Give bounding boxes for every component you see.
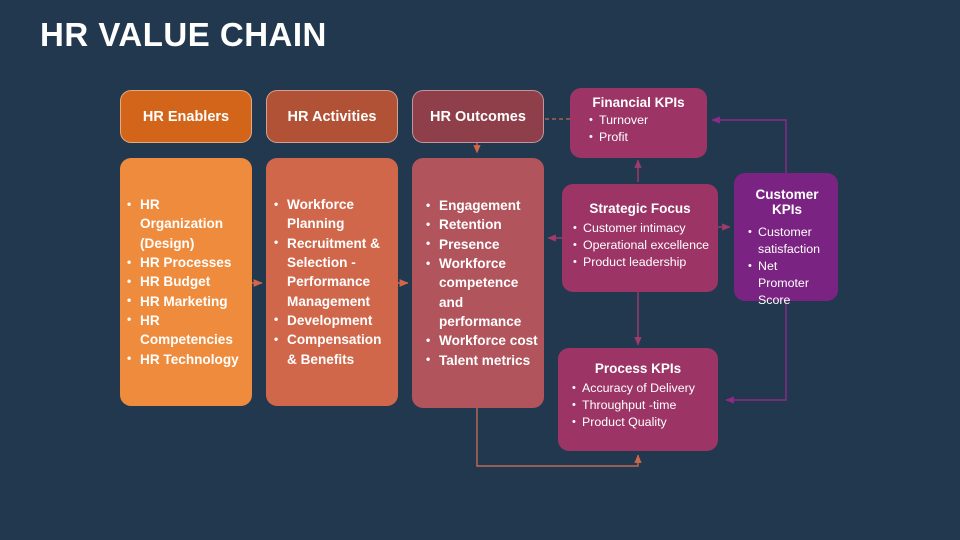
list-item: Development [272,310,394,330]
hr-enablers-header[interactable]: HR Enablers [120,90,252,143]
process-kpis-box[interactable]: Process KPIs Accuracy of Delivery Throug… [558,348,718,451]
list-item: Compensation & Benefits [272,330,394,369]
list-item: Customer intimacy [573,220,712,237]
customer-kpis-list: Customer satisfaction Net Promoter Score [743,224,831,309]
strategic-focus-list: Customer intimacy Operational excellence… [568,220,712,271]
hr-enablers-header-label: HR Enablers [142,108,230,125]
list-item: HR Organization (Design) [125,195,246,253]
process-kpis-list: Accuracy of Delivery Throughput -time Pr… [564,380,712,431]
customer-kpis-title: Customer KPIs [755,187,819,217]
strategic-focus-title: Strategic Focus [589,201,691,216]
strategic-focus-box[interactable]: Strategic Focus Customer intimacy Operat… [562,184,718,292]
list-item: Talent metrics [424,350,540,370]
list-item: Net Promoter Score [748,258,831,309]
list-item: Workforce Planning [272,195,394,234]
list-item: Profit [589,129,699,146]
list-item: HR Competencies [125,310,246,350]
hr-activities-header-label: HR Activities [287,108,377,125]
financial-kpis-box[interactable]: Financial KPIs Turnover Profit [570,88,707,158]
arrow-customer-to-financial [711,116,787,173]
process-kpis-title: Process KPIs [594,361,682,376]
list-item: HR Budget [125,272,246,292]
customer-kpis-box[interactable]: Customer KPIs Customer satisfaction Net … [734,173,838,307]
hr-outcomes-header[interactable]: HR Outcomes [412,90,544,143]
list-item: Turnover [589,112,699,129]
page-title: HR VALUE CHAIN [40,16,327,53]
list-item: HR Technology [125,349,246,369]
list-item: Product leadership [573,254,712,271]
hr-activities-body: Workforce Planning Recruitment & Selecti… [266,158,398,406]
hr-outcomes-list: Engagement Retention Presence Workforce … [412,196,544,370]
list-item: Customer satisfaction [748,224,831,258]
list-item: Presence [424,234,540,254]
hr-enablers-list: HR Organization (Design) HR Processes HR… [120,195,252,369]
financial-kpis-list: Turnover Profit [578,112,699,146]
list-item: HR Processes [125,253,246,273]
list-item: Engagement [424,196,540,216]
list-item: HR Marketing [125,291,246,311]
list-item: Product Quality [572,414,712,431]
list-item: Accuracy of Delivery [572,380,712,397]
list-item: Workforce competence and performance [424,254,540,331]
list-item: Throughput -time [572,397,712,414]
hr-enablers-body: HR Organization (Design) HR Processes HR… [120,158,252,406]
hr-outcomes-header-label: HR Outcomes [430,108,526,125]
hr-activities-list: Workforce Planning Recruitment & Selecti… [266,195,398,369]
hr-activities-header[interactable]: HR Activities [266,90,398,143]
arrow-customer-to-process [725,301,787,404]
list-item: Workforce cost [424,331,540,351]
list-item: Recruitment & Selection - Performance Ma… [272,233,394,311]
financial-kpis-title: Financial KPIs [592,95,685,110]
hr-outcomes-body: Engagement Retention Presence Workforce … [412,158,544,408]
list-item: Retention [424,215,540,235]
list-item: Operational excellence [573,237,712,254]
